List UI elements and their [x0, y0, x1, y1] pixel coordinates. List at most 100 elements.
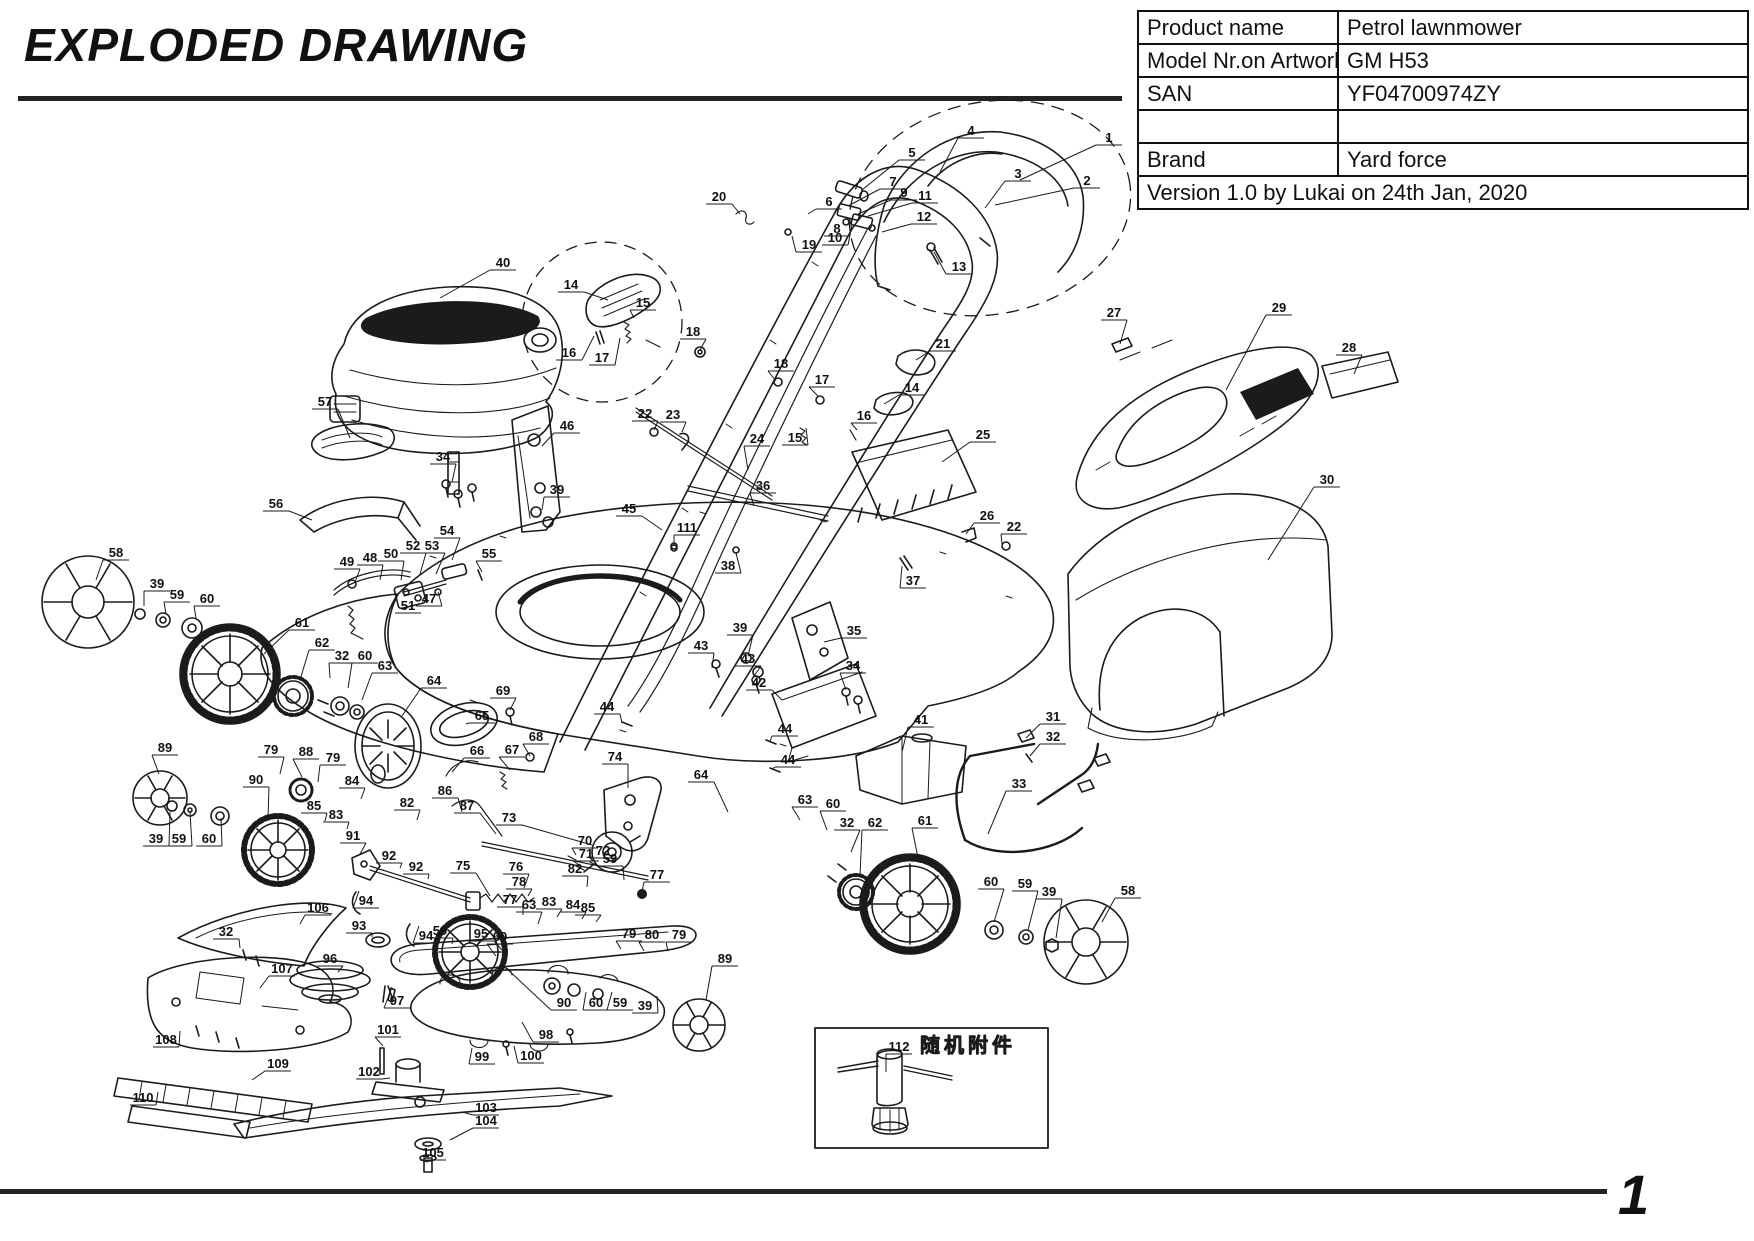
part-callout-75: 75	[450, 858, 491, 897]
part-callout-32: 32	[834, 815, 861, 853]
part-number-label: 39	[150, 576, 164, 591]
part-number-label: 76	[509, 859, 523, 874]
part-number-label: 47	[422, 591, 436, 606]
part-number-label: 67	[505, 742, 519, 757]
part-callout-7: 7	[847, 174, 906, 207]
mid-left-wheel-illustration	[132, 770, 315, 887]
part-number-label: 98	[539, 1027, 553, 1042]
grip-lever-kit-illustration	[521, 241, 683, 403]
part-callout-19: 19	[791, 235, 822, 253]
part-callout-79: 79	[317, 750, 346, 783]
part-callout-80: 80	[638, 927, 665, 952]
engine-illustration	[329, 285, 564, 495]
table-cell-label: Product name	[1137, 10, 1339, 45]
part-callout-43: 43	[735, 651, 762, 677]
part-callout-100: 100	[513, 1045, 544, 1064]
part-callout-29: 29	[1225, 300, 1292, 391]
part-number-label: 110	[133, 1090, 154, 1105]
part-callout-20: 20	[706, 189, 741, 215]
part-callout-108: 108	[153, 1030, 181, 1048]
part-callout-104: 104	[449, 1113, 499, 1141]
part-callout-3: 3	[984, 166, 1031, 209]
part-callout-17: 17	[589, 337, 621, 366]
table-cell-value: YF04700974ZY	[1337, 76, 1749, 111]
part-callout-59: 59	[163, 587, 190, 615]
table-cell-value	[1337, 109, 1749, 144]
part-number-label: 99	[475, 1049, 489, 1064]
part-callout-87: 87	[454, 798, 497, 835]
height-lever-illustration	[299, 496, 421, 541]
part-number-label: 49	[340, 554, 354, 569]
part-callout-22: 22	[1000, 519, 1027, 545]
part-number-label: 18	[774, 356, 788, 371]
drive-linkage-illustration	[351, 799, 649, 948]
table-cell-label: Model Nr.on Artwork	[1137, 43, 1339, 78]
part-callout-17: 17	[808, 372, 835, 397]
part-number-label: 41	[914, 712, 928, 727]
part-number-label: 64	[427, 673, 442, 688]
lower-handle-illustration	[848, 99, 1132, 317]
part-number-label: 63	[378, 658, 392, 673]
part-number-label: 60	[493, 929, 507, 944]
part-number-label: 56	[269, 496, 283, 511]
part-callout-60: 60	[193, 591, 220, 619]
part-callout-60: 60	[347, 648, 378, 689]
handle-hardware-illustration	[649, 180, 1011, 551]
footer-rule	[0, 1189, 1607, 1194]
part-callout-112: 112	[885, 1039, 912, 1072]
part-number-label: 94	[419, 928, 434, 943]
part-number-label: 66	[470, 743, 484, 758]
part-number-label: 43	[741, 651, 755, 666]
part-callout-89: 89	[705, 951, 738, 1001]
part-callout-44: 44	[771, 752, 801, 770]
part-number-label: 32	[219, 924, 233, 939]
part-number-label: 13	[952, 259, 966, 274]
part-callout-85: 85	[575, 900, 602, 923]
part-callout-48: 48	[357, 550, 384, 581]
part-callout-30: 30	[1267, 472, 1340, 561]
part-number-label: 30	[1320, 472, 1334, 487]
part-number-label: 45	[622, 501, 636, 516]
part-callout-36: 36	[749, 478, 776, 507]
part-number-label: 85	[581, 900, 595, 915]
part-callout-54: 54	[434, 523, 461, 561]
part-number-label: 57	[318, 394, 332, 409]
part-callout-16: 16	[850, 408, 877, 431]
part-number-label: 59	[1018, 876, 1032, 891]
part-callout-89: 89	[151, 740, 178, 775]
part-number-label: 34	[846, 658, 861, 673]
part-callout-9: 9	[857, 185, 917, 215]
part-number-label: 35	[847, 623, 861, 638]
part-callout-40: 40	[439, 255, 516, 299]
part-callout-92: 92	[403, 859, 430, 880]
part-number-label: 59	[170, 587, 184, 602]
part-callout-107: 107	[259, 961, 295, 989]
part-callout-41: 41	[901, 712, 934, 753]
part-callout-55: 55	[475, 546, 502, 573]
part-number-label: 109	[267, 1056, 289, 1071]
part-callout-77: 77	[641, 867, 670, 893]
part-callout-1: 1	[1019, 130, 1122, 181]
part-number-label: 14	[905, 380, 920, 395]
part-number-label: 59	[172, 831, 186, 846]
part-number-label: 39	[550, 482, 564, 497]
part-number-label: 60	[984, 874, 998, 889]
part-number-label: 102	[358, 1064, 380, 1079]
part-number-label: 58	[109, 545, 123, 560]
table-row	[1137, 109, 1749, 144]
part-callout-26: 26	[965, 508, 1000, 535]
part-number-label: 79	[264, 742, 278, 757]
front-housing-illustration	[113, 902, 352, 1139]
part-number-label: 87	[460, 798, 474, 813]
part-number-label: 62	[315, 635, 329, 650]
part-number-label: 24	[750, 431, 765, 446]
part-callout-60: 60	[978, 874, 1005, 923]
part-callout-90: 90	[505, 967, 577, 1011]
part-number-label: 17	[595, 350, 609, 365]
part-number-label: 82	[400, 795, 414, 810]
part-number-label: 95	[474, 926, 488, 941]
part-callout-111: 111	[673, 520, 700, 546]
part-callout-58: 58	[95, 545, 129, 581]
part-number-label: 15	[788, 430, 802, 445]
